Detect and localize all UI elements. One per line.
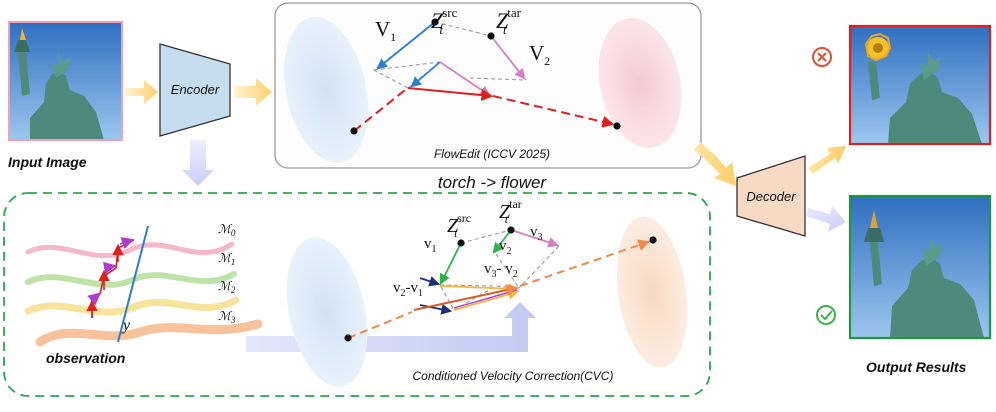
encoder-label: Encoder (171, 82, 220, 97)
flowedit-source-ellipse (283, 17, 369, 163)
flowedit-v1-copy-arrow (410, 61, 441, 88)
arrow-encoder-to-flowedit (234, 78, 272, 106)
flowedit-ztar-point (487, 32, 495, 40)
cvc-v2-v1-copy-arrow (419, 304, 453, 315)
manifold-m1-label: ℳ1 (218, 251, 235, 267)
cvc-source-ellipse (286, 237, 368, 387)
flowedit-box (274, 2, 702, 169)
x-circle-icon (812, 47, 832, 67)
cvc-start-point (344, 334, 352, 342)
arrow-encoder-to-cvc (182, 140, 214, 186)
cvc-zsrc-point (457, 239, 465, 247)
flowedit-red-dashed-start (353, 89, 406, 132)
manifold-m2-label: ℳ2 (218, 279, 236, 295)
flowedit-end-point (613, 122, 621, 130)
check-circle-icon (816, 305, 836, 325)
manifold-m3-label: ℳ3 (218, 309, 236, 325)
cvc-v3-minus-v2-label: v3- v2 (484, 261, 518, 280)
right-output-border (848, 194, 992, 340)
manifold-m0-label: ℳ0 (218, 222, 236, 238)
wrong-output-border (848, 24, 992, 146)
manifold-m3 (35, 319, 263, 347)
cvc-v1-arrow (440, 242, 462, 285)
arrow-input-to-encoder (125, 80, 158, 104)
cvc-box (3, 192, 711, 397)
cvc-ztar-point (507, 226, 515, 234)
cvc-v2-arrow (492, 229, 512, 254)
observation-line (117, 225, 149, 343)
decoder-block (736, 155, 806, 237)
arrow-flowedit-to-decoder (694, 142, 736, 186)
cvc-v3-label: v3 (530, 224, 543, 243)
encoder-block (159, 43, 231, 137)
output-caption: Output Results (866, 359, 967, 375)
trajectory-markers (86, 237, 135, 318)
flowedit-diff-arrow (439, 61, 491, 97)
cvc-end-point (649, 236, 657, 244)
manifold-m2 (24, 296, 240, 316)
edit-prompt: torch -> flower (438, 173, 548, 192)
flowedit-caption: FlowEdit (ICCV 2025) (434, 147, 550, 161)
arrow-decoder-to-wrong-output (808, 146, 846, 174)
manifold-m1 (25, 271, 237, 288)
cvc-v2-v1-arrow (419, 276, 441, 287)
flowedit-v2-label: V2 (529, 41, 550, 68)
flowedit-red-dashed-end (492, 95, 615, 128)
flowedit-v2-arrow (490, 35, 526, 80)
cvc-v1-label: v1 (424, 236, 437, 255)
arrow-decoder-to-right-output (806, 206, 846, 232)
decoder-label: Decoder (746, 189, 796, 204)
cvc-v2-label: v2 (499, 238, 512, 257)
flowedit-target-ellipse (598, 17, 682, 149)
flowedit-v1-arrow (376, 21, 436, 70)
input-caption: Input Image (8, 154, 87, 170)
flowedit-red-solid (407, 87, 494, 102)
flowedit-start-point (350, 127, 358, 135)
flowedit-zsrc-point (431, 18, 439, 26)
output-image-wrong (848, 24, 992, 146)
manifold-m0 (25, 241, 235, 259)
output-image-right (848, 194, 992, 340)
cvc-v3-v2-arrow (439, 283, 520, 295)
flowedit-v1-label: V1 (375, 17, 396, 44)
manifold-curves (24, 241, 263, 347)
cvc-v3-arrow (510, 229, 560, 248)
observation-label: observation (46, 350, 125, 366)
cvc-caption: Conditioned Velocity Correction(CVC) (413, 369, 614, 383)
cvc-v2-minus-v1-label: v2-v1 (393, 280, 423, 299)
cvc-orange-dashed-end (519, 239, 651, 287)
cvc-target-ellipse (616, 216, 688, 368)
observation-y-label: y (121, 317, 131, 334)
cvc-orange-solid (413, 284, 519, 311)
input-image (8, 21, 123, 141)
cvc-orange-dashed-start (347, 311, 413, 339)
